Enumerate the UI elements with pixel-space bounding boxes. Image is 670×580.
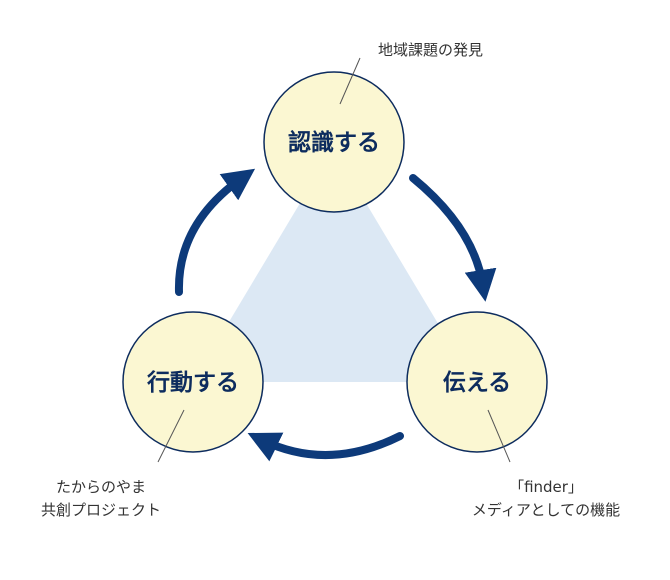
annotation-convey-line2: メディアとしての機能 [472,501,620,519]
node-act-label: 行動する [146,369,239,396]
annotation-act-line2: 共創プロジェクト [41,501,161,519]
node-recognize-circle [263,71,405,213]
annotation-convey-line1: 「finder」 [509,478,583,496]
arrow-act-to-recognize [174,168,256,296]
node-convey-label: 伝える [443,369,511,396]
node-recognize-label: 認識する [288,129,380,156]
node-convey-circle [406,311,548,453]
node-act-circle [122,311,264,453]
leader-line-act [157,409,185,463]
leader-line-recognize [339,57,361,105]
leader-line-convey [487,409,511,463]
arrow-recognize-to-convey [409,174,497,302]
annotation-act-line1: たからのやま [56,478,146,496]
annotation-recognize: 地域課題の発見 [378,41,483,59]
arrow-convey-to-act [247,432,404,462]
center-triangle [193,148,473,382]
